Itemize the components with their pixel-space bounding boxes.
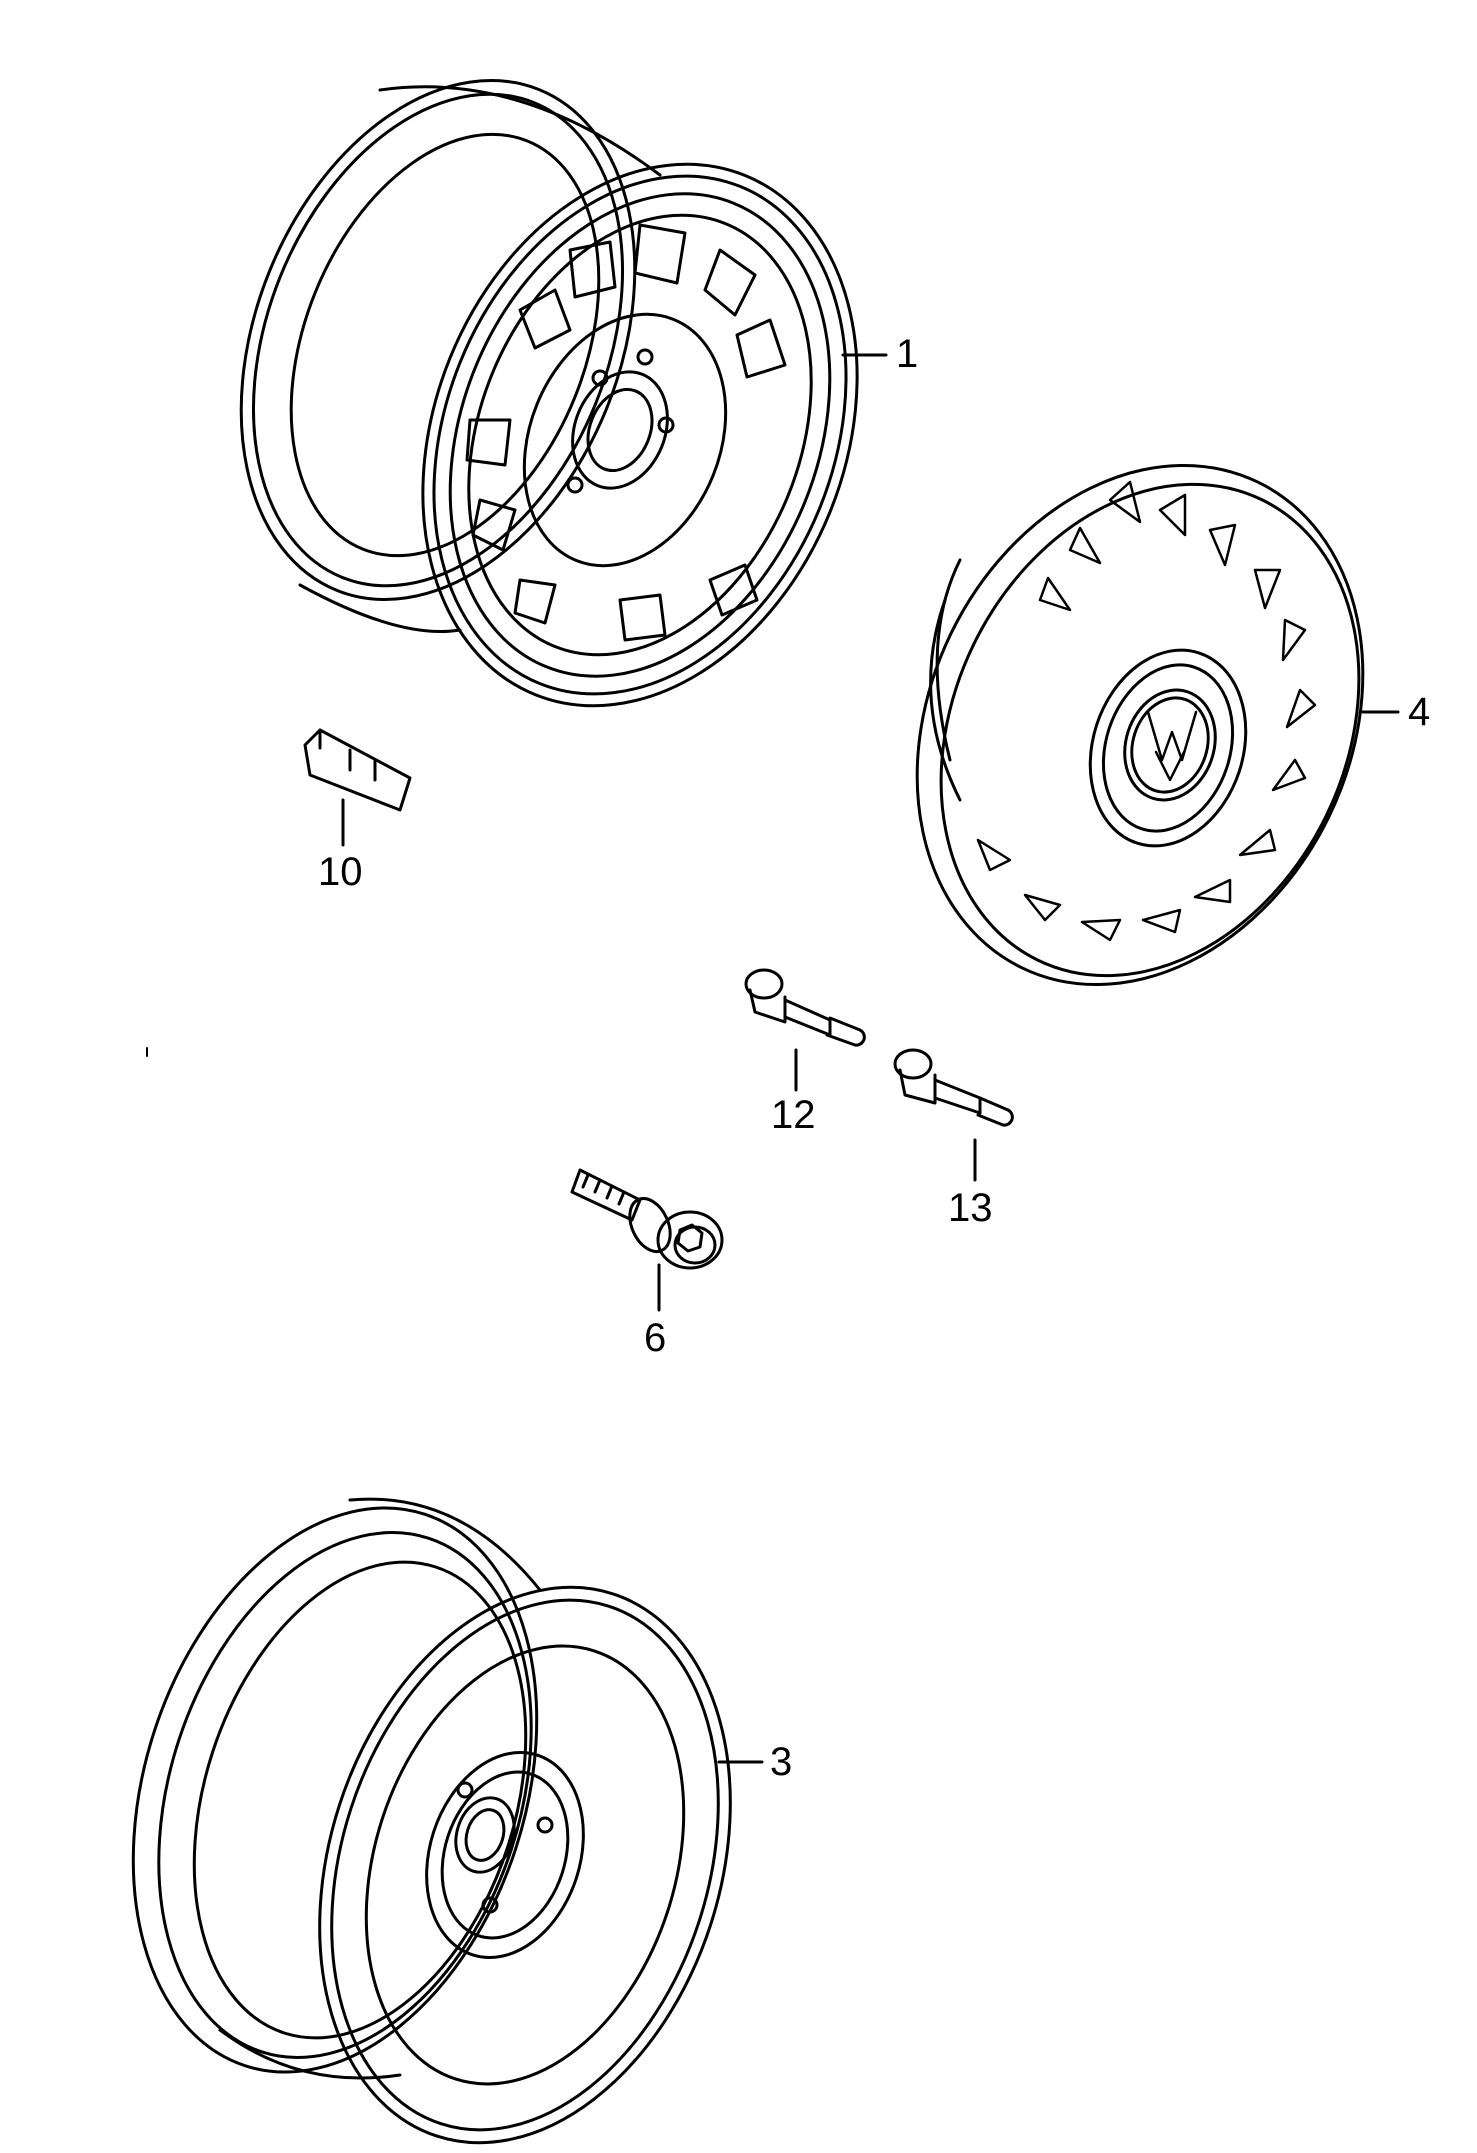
callout-1: 1 [896,332,919,376]
wheel-bolt-part-6 [570,1168,724,1312]
steel-wheel-part-1 [239,79,888,708]
balance-weight-part-10 [303,728,412,847]
callout-12: 12 [771,1093,816,1137]
callout-6: 6 [644,1316,667,1360]
steel-wheel-part-3 [131,1497,764,2145]
callout-3: 3 [770,1740,793,1784]
hub-cap-part-4 [915,463,1400,987]
callout-10: 10 [318,850,363,894]
tire-valve-part-12 [744,968,866,1092]
callout-13: 13 [948,1186,993,1230]
hubcap-slots [976,480,1317,942]
valve-stem-part-13 [893,1048,1014,1182]
callout-4: 4 [1408,690,1431,734]
